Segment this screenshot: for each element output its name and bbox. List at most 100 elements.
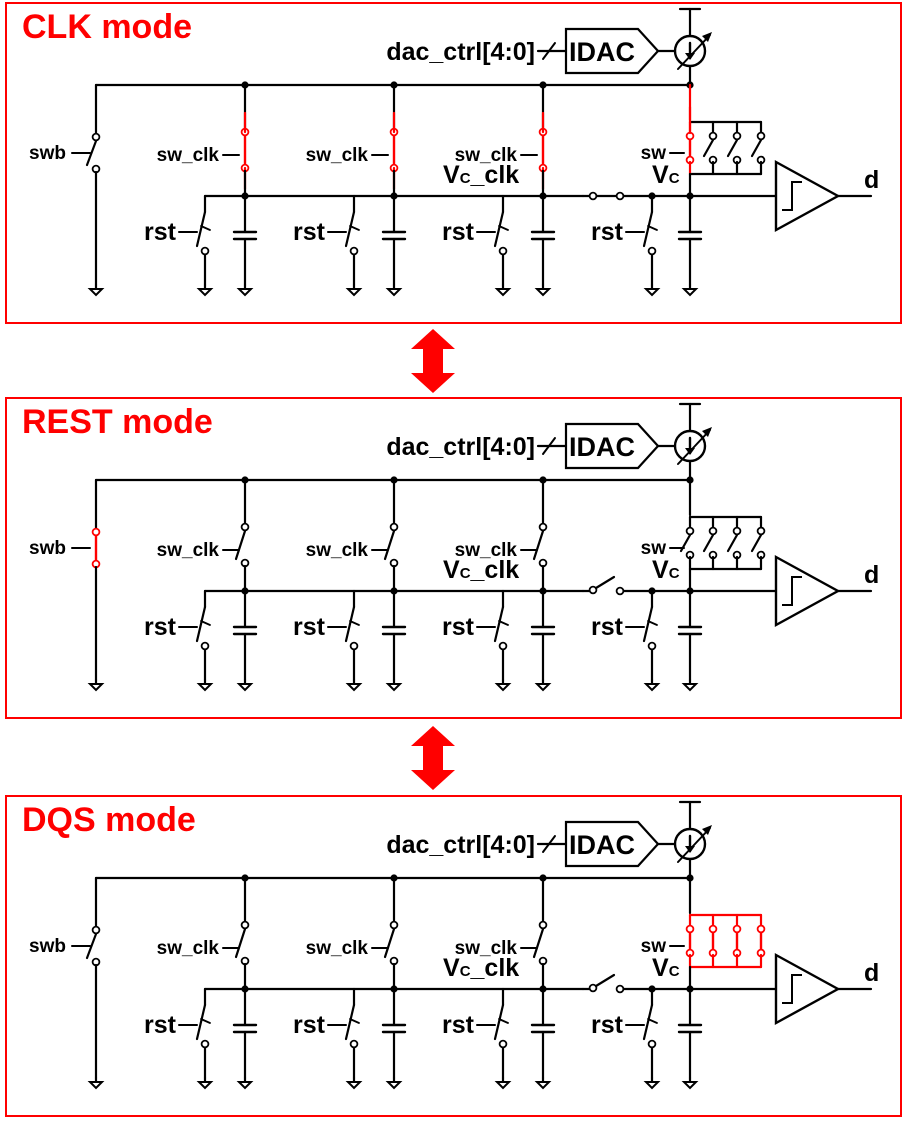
comparator: [774, 159, 841, 233]
sw-clk-label: sw_clk: [306, 938, 369, 959]
ground-symbol: [643, 678, 661, 692]
ground-symbol: [236, 283, 254, 297]
ground-symbol: [87, 678, 105, 692]
ground-symbol: [534, 283, 552, 297]
sw-clk-switch: [389, 127, 399, 173]
rst-label: rst: [293, 1011, 326, 1039]
vc-clk-suffix-text: _clk: [470, 556, 520, 584]
ground-symbol: [681, 1076, 699, 1090]
switch-blade: [642, 1003, 654, 1041]
idac-label: IDAC: [569, 37, 635, 67]
switch-blade: [195, 210, 207, 248]
switch-blade: [493, 1003, 505, 1041]
sw-bank-switch: [685, 924, 695, 958]
vc-main-text: V: [443, 954, 460, 982]
ground-triangle: [236, 683, 254, 692]
switch-terminal: [615, 191, 625, 201]
switch-blade: [85, 139, 98, 167]
vc-clk-label: VC_clk: [443, 161, 519, 189]
vc-clk-label: VC_clk: [443, 954, 519, 982]
control-mark: [498, 620, 509, 626]
swb-label: swb: [29, 936, 66, 957]
control-mark: [349, 620, 360, 626]
control-mark: [349, 225, 360, 231]
ground-triangle: [643, 683, 661, 692]
switch-terminal: [91, 132, 101, 142]
ground-triangle: [236, 1081, 254, 1090]
sw-clk-label: sw_clk: [157, 938, 220, 959]
ground-symbol: [87, 1076, 105, 1090]
rst-label: rst: [144, 613, 177, 641]
switch-blade: [234, 927, 247, 959]
switch-blade: [85, 932, 98, 960]
ground-triangle: [385, 1081, 403, 1090]
panel-title: REST mode: [22, 403, 213, 441]
control-mark: [200, 225, 211, 231]
ground-symbol: [236, 1076, 254, 1090]
switch-terminal: [708, 924, 718, 934]
vc-main-text: V: [652, 161, 669, 189]
switch-terminal: [498, 641, 508, 651]
switch-blade: [726, 533, 739, 553]
switch-terminal: [756, 526, 766, 536]
switch-terminal: [615, 984, 625, 994]
comparator: [774, 554, 841, 628]
rst-label: rst: [293, 613, 326, 641]
switch-terminal: [389, 522, 399, 532]
switch-terminal: [200, 641, 210, 651]
bus-slash: [542, 835, 556, 853]
ground-symbol: [681, 678, 699, 692]
sw-clk-switch: [532, 522, 548, 568]
double-arrow-icon: [411, 329, 455, 393]
variable-arrow: [677, 429, 711, 465]
switch-blade: [383, 927, 396, 959]
control-mark: [498, 225, 509, 231]
switch-terminal: [647, 641, 657, 651]
ground-triangle: [196, 683, 214, 692]
panel-border: [5, 2, 902, 324]
ground-triangle: [534, 288, 552, 297]
sw-clk-switch: [383, 920, 399, 966]
variable-arrow: [677, 34, 711, 70]
swb-label: swb: [29, 538, 66, 559]
sw-clk-label: sw_clk: [306, 145, 369, 166]
switch-blade: [195, 1003, 207, 1041]
vc-subscript-text: C: [460, 170, 471, 187]
ground-symbol: [196, 283, 214, 297]
swb-switch: [85, 925, 101, 967]
variable-arrow: [677, 827, 711, 863]
output-d-label: d: [864, 561, 879, 589]
sw-clk-label: sw_clk: [306, 540, 369, 561]
ground-symbol: [196, 678, 214, 692]
switch-terminal: [200, 246, 210, 256]
vc-subscript-text: C: [669, 565, 680, 582]
control-mark: [647, 225, 658, 231]
switch-terminal: [708, 131, 718, 141]
ground-triangle: [87, 683, 105, 692]
switch-terminal: [91, 925, 101, 935]
control-mark: [498, 1018, 509, 1024]
ground-triangle: [643, 1081, 661, 1090]
output-d-label: d: [864, 166, 879, 194]
sw-bank-switch: [702, 131, 718, 165]
ground-triangle: [345, 683, 363, 692]
switch-blade: [195, 605, 207, 643]
switch-terminal: [240, 522, 250, 532]
control-mark: [200, 1018, 211, 1024]
rst-label: rst: [442, 613, 475, 641]
rst-label: rst: [293, 218, 326, 246]
ground-triangle: [494, 288, 512, 297]
ground-symbol: [385, 283, 403, 297]
ground-symbol: [534, 678, 552, 692]
ground-symbol: [345, 283, 363, 297]
vc-main-text: V: [443, 161, 460, 189]
switch-blade: [344, 605, 356, 643]
switch-blade: [594, 575, 616, 590]
idac-label: IDAC: [569, 830, 635, 860]
switch-terminal: [647, 246, 657, 256]
switch-blade: [642, 210, 654, 248]
vc-subscript-text: C: [460, 565, 471, 582]
ground-triangle: [196, 1081, 214, 1090]
comparator: [774, 952, 841, 1026]
